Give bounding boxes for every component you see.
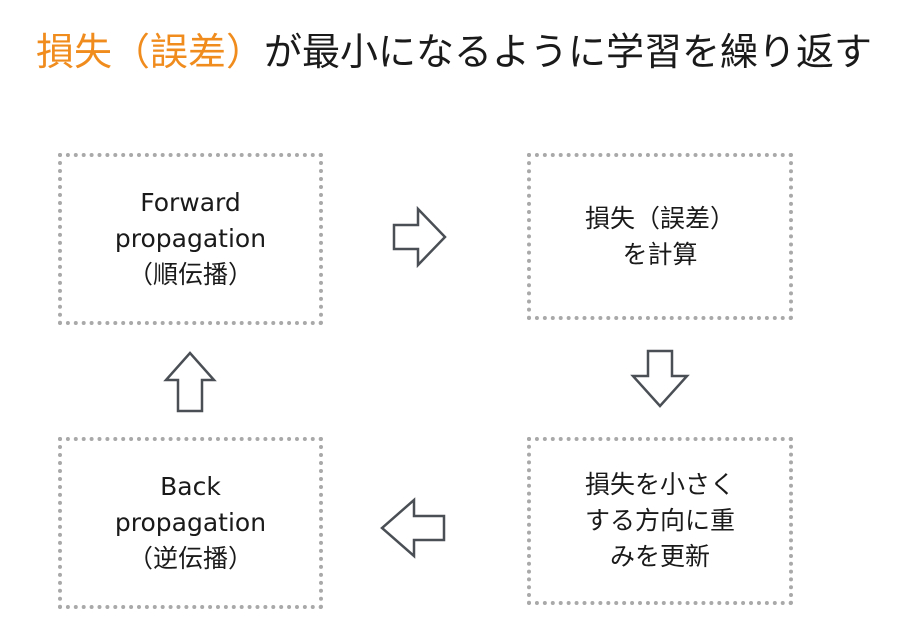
back-propagation-label: Back propagation （逆伝播） bbox=[115, 469, 266, 577]
update-line-3: みを更新 bbox=[609, 542, 710, 571]
back-line-3: （逆伝播） bbox=[127, 544, 253, 573]
arrow-down-icon bbox=[630, 349, 690, 408]
forward-propagation-box: Forward propagation （順伝播） bbox=[58, 153, 323, 325]
arrow-left-icon bbox=[380, 497, 446, 559]
compute-loss-label: 損失（誤差） を計算 bbox=[585, 201, 735, 273]
arrow-right-icon bbox=[392, 205, 447, 269]
back-line-2: propagation bbox=[114, 508, 267, 537]
forward-line-1: Forward bbox=[140, 188, 241, 217]
forward-line-2: propagation bbox=[114, 224, 267, 253]
page-title: 損失（誤差）が最小になるように学習を繰り返す bbox=[0, 22, 908, 82]
update-line-2: する方向に重 bbox=[584, 506, 735, 535]
back-line-1: Back bbox=[160, 472, 221, 501]
loss-line-1: 損失（誤差） bbox=[584, 203, 735, 233]
forward-line-3: （順伝播） bbox=[127, 260, 253, 289]
title-accent: 損失（誤差） bbox=[35, 30, 264, 74]
loss-line-2: を計算 bbox=[622, 239, 698, 269]
title-rest: が最小になるように学習を繰り返す bbox=[264, 30, 873, 74]
back-propagation-box: Back propagation （逆伝播） bbox=[58, 437, 323, 609]
compute-loss-box: 損失（誤差） を計算 bbox=[527, 153, 793, 320]
update-weights-box: 損失を小さく する方向に重 みを更新 bbox=[527, 437, 793, 605]
arrow-up-icon bbox=[163, 351, 217, 413]
forward-propagation-label: Forward propagation （順伝播） bbox=[115, 185, 266, 293]
update-weights-label: 損失を小さく する方向に重 みを更新 bbox=[585, 467, 735, 575]
update-line-1: 損失を小さく bbox=[584, 470, 735, 499]
